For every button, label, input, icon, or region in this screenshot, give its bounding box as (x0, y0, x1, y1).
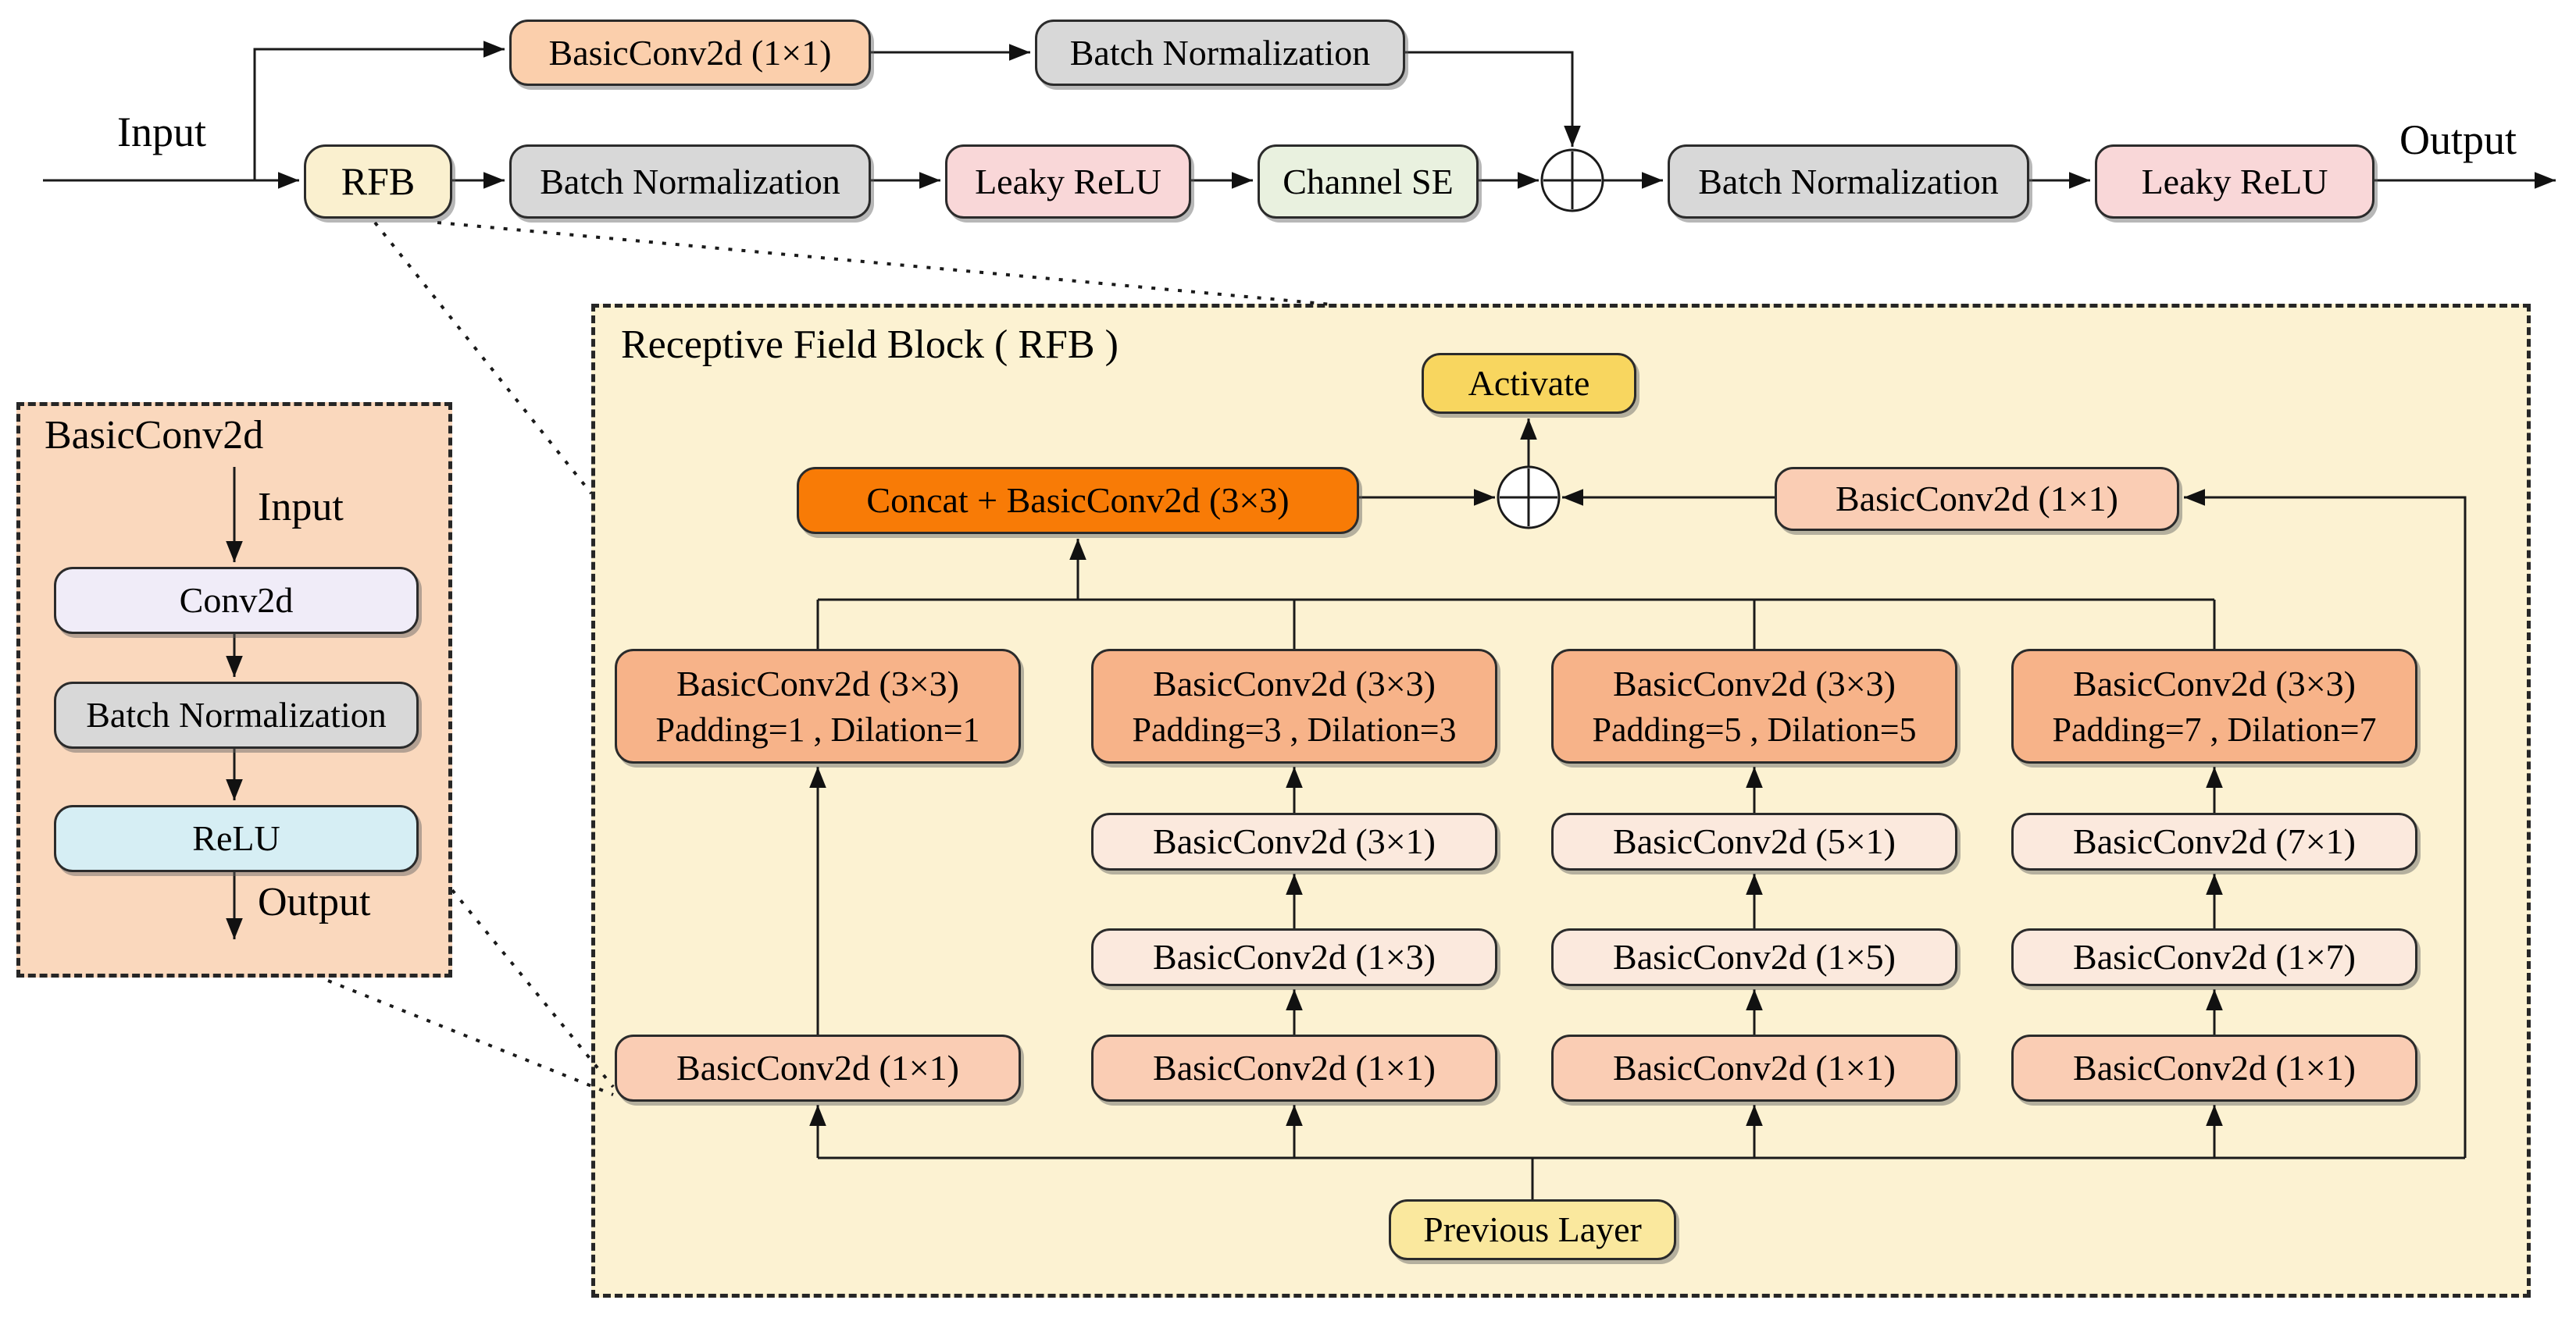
add-cross-rfb (1500, 468, 1557, 526)
node-branch2-conv3x1: BasicConv2d (3×1) (1091, 813, 1497, 871)
label: Channel SE (1283, 161, 1454, 201)
label: Padding=5 , Dilation=5 (1592, 710, 1917, 749)
label: BasicConv2d (3×3) (1153, 664, 1436, 703)
node-previous-layer: Previous Layer (1389, 1199, 1676, 1260)
label: BasicConv2d (1×1) (676, 1048, 959, 1088)
node-batchnorm-2: Batch Normalization (1668, 144, 2029, 219)
label: BasicConv2d (3×3) (1613, 664, 1896, 703)
rfb-panel-title: Receptive Field Block ( RFB ) (621, 322, 1119, 367)
dotted-link-rfb-to-panel-left (373, 221, 593, 495)
label: Padding=1 , Dilation=1 (655, 710, 980, 749)
label: Leaky ReLU (2141, 161, 2328, 201)
node-branch1-conv3x3: BasicConv2d (3×3) Padding=1 , Dilation=1 (615, 649, 1021, 764)
detail-input-label: Input (258, 485, 344, 529)
label: BasicConv2d (3×1) (1153, 821, 1436, 862)
node-branch2-conv1x3: BasicConv2d (1×3) (1091, 928, 1497, 986)
arrow-skipbn-to-add (1405, 51, 1581, 147)
node-branch4-conv1x1: BasicConv2d (1×1) (2011, 1035, 2417, 1102)
label: BasicConv2d (1×1) (1153, 1048, 1436, 1088)
node-batchnorm-1: Batch Normalization (509, 144, 871, 219)
node-branch3-conv3x3: BasicConv2d (3×3) Padding=5 , Dilation=5 (1551, 649, 1957, 764)
label: Conv2d (179, 580, 294, 621)
node-branch2-conv1x1: BasicConv2d (1×1) (1091, 1035, 1497, 1102)
node-branch3-conv1x5: BasicConv2d (1×5) (1551, 928, 1957, 986)
input-label: Input (117, 109, 206, 155)
node-branch4-conv1x7: BasicConv2d (1×7) (2011, 928, 2417, 986)
label: BasicConv2d (3×3) (676, 664, 959, 703)
label: Leaky ReLU (975, 161, 1161, 201)
node-branch2-conv3x3: BasicConv2d (3×3) Padding=3 , Dilation=3 (1091, 649, 1497, 764)
label: Previous Layer (1423, 1209, 1642, 1250)
output-label: Output (2399, 116, 2517, 163)
node-branch4-conv3x3: BasicConv2d (3×3) Padding=7 , Dilation=7 (2011, 649, 2417, 764)
label: Activate (1468, 363, 1590, 404)
arrow-input-branch-to-skipconv (253, 41, 505, 180)
label: BasicConv2d (7×1) (2073, 821, 2356, 862)
dotted-link-rfb-to-panel-top (437, 221, 1333, 306)
node-shortcut-basicconv1x1: BasicConv2d (1×1) (1775, 467, 2179, 531)
label: ReLU (192, 818, 280, 859)
node-activate: Activate (1422, 353, 1636, 414)
label: BasicConv2d (3×3) (2073, 664, 2356, 703)
node-leakyrelu-1: Leaky ReLU (945, 144, 1191, 219)
label: BasicConv2d (1×1) (1836, 479, 2118, 519)
detail-output-label: Output (258, 880, 371, 924)
node-concat-basicconv3x3: Concat + BasicConv2d (3×3) (797, 467, 1359, 534)
label: BasicConv2d (1×1) (548, 32, 832, 73)
node-relu: ReLU (54, 805, 419, 872)
dotted-link-detail-to-branch1-a (451, 889, 615, 1088)
label: BasicConv2d (1×1) (1613, 1048, 1896, 1088)
label: BasicConv2d (5×1) (1613, 821, 1896, 862)
add-cross-top (1543, 151, 1601, 209)
node-skip-basicconv1x1: BasicConv2d (1×1) (509, 20, 871, 86)
arrow-shortcut-line-to-shortcutconv (2184, 489, 2467, 1158)
label: BasicConv2d (1×1) (2073, 1048, 2356, 1088)
node-channel-se: Channel SE (1258, 144, 1479, 219)
label: Batch Normalization (86, 695, 387, 736)
node-detail-batchnorm: Batch Normalization (54, 682, 419, 749)
node-rfb: RFB (304, 144, 452, 219)
label: Batch Normalization (1698, 161, 1999, 201)
label: Concat + BasicConv2d (3×3) (866, 480, 1290, 521)
basicconv2d-panel-title: BasicConv2d (45, 413, 264, 458)
node-branch3-conv5x1: BasicConv2d (5×1) (1551, 813, 1957, 871)
node-skip-batchnorm: Batch Normalization (1035, 20, 1405, 86)
node-leakyrelu-2: Leaky ReLU (2095, 144, 2374, 219)
label: BasicConv2d (1×7) (2073, 937, 2356, 978)
node-branch1-conv1x1: BasicConv2d (1×1) (615, 1035, 1021, 1102)
label: Batch Normalization (540, 161, 840, 201)
label: Batch Normalization (1069, 32, 1371, 73)
concat-bus-stubs (816, 600, 2216, 649)
dotted-link-detail-to-branch1-b (327, 979, 614, 1096)
label: Padding=7 , Dilation=7 (2052, 710, 2377, 749)
label: RFB (341, 159, 416, 203)
label: BasicConv2d (1×5) (1613, 937, 1896, 978)
label: BasicConv2d (1×3) (1153, 937, 1436, 978)
node-branch4-conv7x1: BasicConv2d (7×1) (2011, 813, 2417, 871)
node-conv2d: Conv2d (54, 567, 419, 634)
node-branch3-conv1x1: BasicConv2d (1×1) (1551, 1035, 1957, 1102)
label: Padding=3 , Dilation=3 (1132, 710, 1457, 749)
